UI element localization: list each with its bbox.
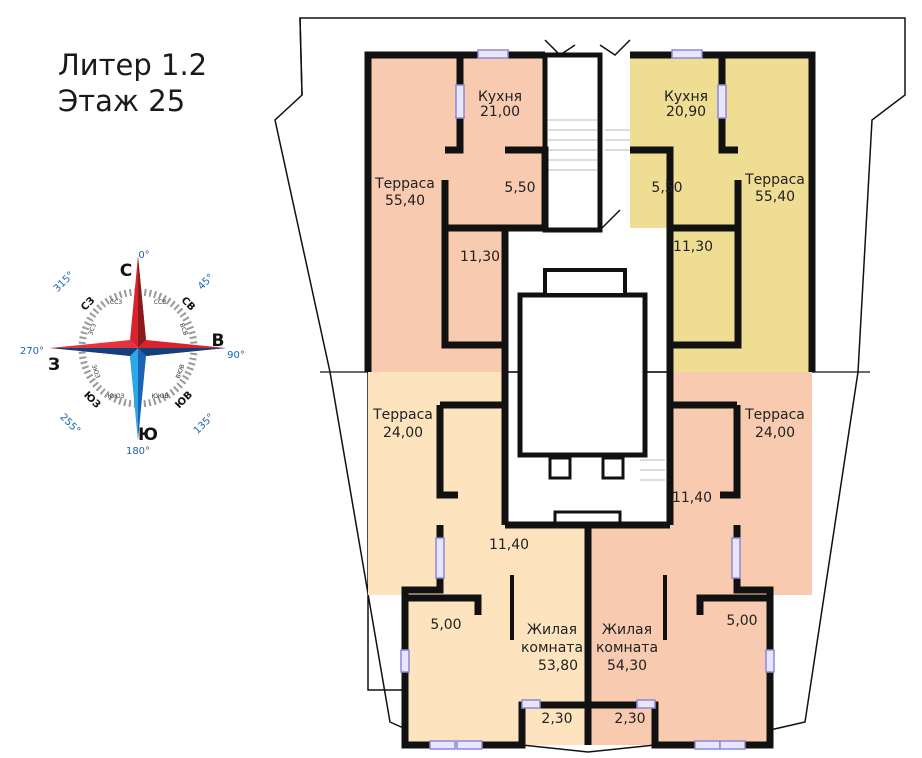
br-bath-area: 5,00 <box>726 613 757 629</box>
tr-terrace-name: Терраса <box>744 172 805 188</box>
apartment-top-right[interactable] <box>630 55 812 372</box>
br-living-area: 54,30 <box>607 658 647 674</box>
br-terrace-name: Терраса <box>744 407 805 423</box>
compass-ene: ВСВ <box>178 322 189 336</box>
compass-deg-w: 270° <box>20 346 44 357</box>
br-living-name2: комната <box>596 640 658 656</box>
br-balcony-area: 2,30 <box>614 711 645 727</box>
compass-e: В <box>212 331 225 351</box>
compass-s: Ю <box>138 425 158 445</box>
staircase-core <box>542 52 603 233</box>
compass-ssw: ЮЮЗ <box>108 393 125 400</box>
tr-kitchen-name: Кухня <box>664 89 708 105</box>
bl-hall-area: 11,40 <box>489 537 529 553</box>
liter-title: Литер 1.2 <box>58 48 208 82</box>
bl-terrace-name: Терраса <box>372 407 433 423</box>
bl-balcony-area: 2,30 <box>541 711 572 727</box>
apartment-top-left[interactable] <box>368 55 545 372</box>
apartment-bottom-right[interactable] <box>588 372 812 745</box>
tr-kitchen-area: 20,90 <box>666 104 706 120</box>
compass-w: З <box>48 355 60 375</box>
compass-ese: ВЮВ <box>175 363 187 379</box>
tl-hall-area: 11,30 <box>460 249 500 265</box>
tr-bath-area: 5,50 <box>651 180 682 196</box>
tr-terrace-area: 55,40 <box>755 189 795 205</box>
windows <box>400 49 775 750</box>
bl-living-name1: Жилая <box>527 622 577 638</box>
bl-bath-area: 5,00 <box>430 617 461 633</box>
compass-n: С <box>120 261 132 281</box>
compass-sse: ЮЮВ <box>151 393 168 400</box>
compass-deg-e: 90° <box>227 350 245 361</box>
tl-kitchen-name: Кухня <box>478 89 522 105</box>
compass-nne: ССВ <box>154 299 167 306</box>
tr-hall-area: 11,30 <box>673 239 713 255</box>
floor-title: Этаж 25 <box>58 84 186 118</box>
entrance-doors[interactable] <box>544 39 631 231</box>
elevator-core <box>517 292 648 458</box>
compass-wnw: ЗСЗ <box>87 323 98 337</box>
br-hall-area: 11,40 <box>672 490 712 506</box>
tl-bath-area: 5,50 <box>504 180 535 196</box>
bl-living-name2: комната <box>521 640 583 656</box>
bl-terrace-area: 24,00 <box>383 425 423 441</box>
compass-deg-s: 180° <box>126 446 150 457</box>
stairs-icon <box>548 119 665 481</box>
compass-deg-n: 0° <box>138 250 149 261</box>
compass-wsw: ЗЮЗ <box>90 364 101 380</box>
compass-nnw: ССЗ <box>110 299 122 306</box>
br-terrace-area: 24,00 <box>755 425 795 441</box>
bl-living-area: 53,80 <box>538 658 578 674</box>
tl-kitchen-area: 21,00 <box>480 104 520 120</box>
tl-terrace-area: 55,40 <box>385 193 425 209</box>
tl-terrace-name: Терраса <box>374 176 435 192</box>
br-living-name1: Жилая <box>602 622 652 638</box>
